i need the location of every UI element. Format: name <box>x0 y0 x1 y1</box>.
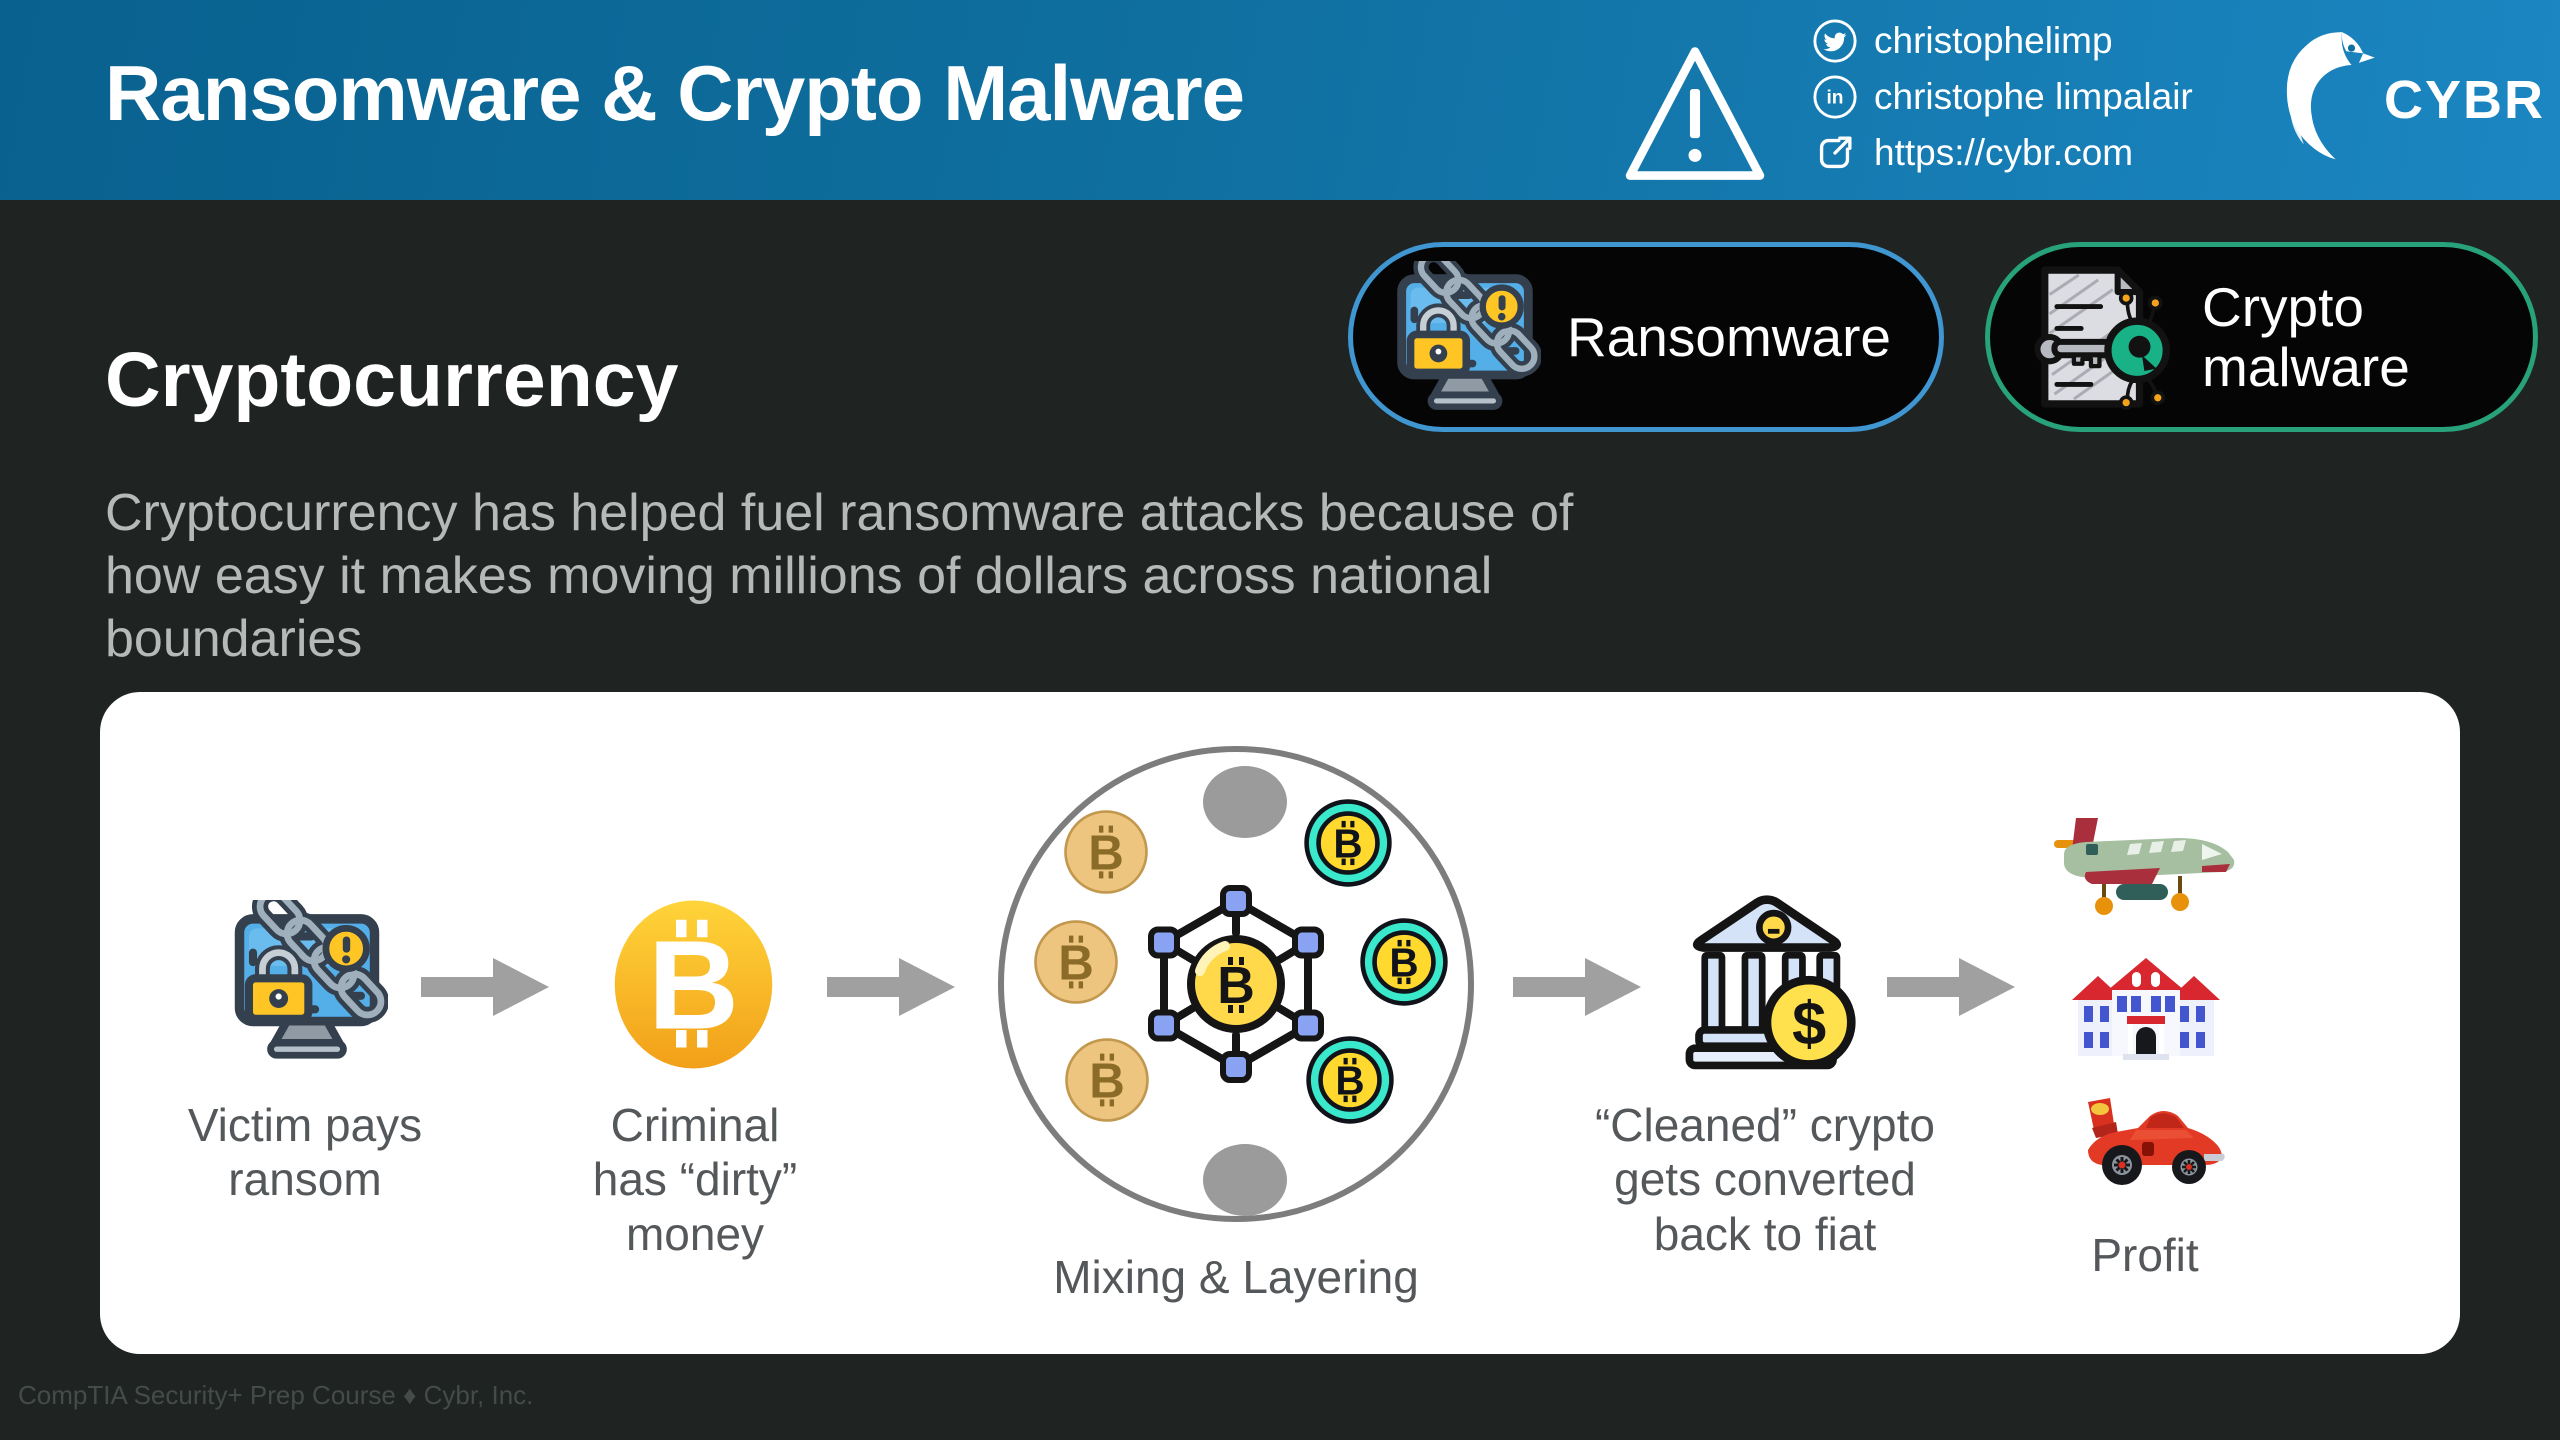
crypto-malware-pill-button[interactable]: Crypto malware <box>1985 242 2538 432</box>
twitter-handle: christophelimp <box>1874 20 2113 61</box>
linkedin-handle: christophe limpalair <box>1874 76 2193 117</box>
step-label-cleaned: “Cleaned” crypto gets converted back to … <box>1594 1099 1936 1260</box>
linkedin-icon <box>1812 74 1858 120</box>
private-jet-icon <box>2052 814 2242 926</box>
footer-credit: CompTIA Security+ Prep Course ♦ Cybr, In… <box>18 1380 534 1410</box>
ransomware-pill-button[interactable]: Ransomware <box>1348 242 1944 432</box>
paragraph-line-3: boundaries <box>105 610 363 668</box>
ransomware-pill-label: Ransomware <box>1567 305 1892 368</box>
social-row-linkedin: christophe limpalair <box>1812 74 2193 120</box>
step-label-criminal: Criminal has “dirty” money <box>592 1099 798 1260</box>
cybr-logo-text: CYBR <box>2384 70 2546 130</box>
slide-title: Ransomware & Crypto Malware <box>105 49 1245 137</box>
warning-triangle-icon <box>1620 40 1770 190</box>
social-links: christophelimp christophe limpalair http… <box>1812 18 2193 176</box>
crypto-malware-pill-label: Crypto malware <box>2202 275 2410 398</box>
bitcoin-coin-icon <box>606 897 781 1072</box>
mansion-icon <box>2070 948 2222 1062</box>
step-label-profit: Profit <box>2091 1229 2199 1281</box>
paragraph-line-2: how easy it makes moving millions of dol… <box>105 547 1493 605</box>
social-row-website: https://cybr.com <box>1812 130 2193 176</box>
section-paragraph: Cryptocurrency has helped fuel ransomwar… <box>105 482 1573 671</box>
step-label-victim: Victim pays ransom <box>187 1099 423 1206</box>
cybr-bird-icon <box>2272 26 2378 174</box>
flow-arrow-icon <box>1886 956 2018 1018</box>
flow-arrow-icon <box>1512 956 1644 1018</box>
twitter-icon <box>1812 18 1858 64</box>
paragraph-line-1: Cryptocurrency has helped fuel ransomwar… <box>105 484 1574 542</box>
social-row-twitter: christophelimp <box>1812 18 2193 64</box>
mixing-circle-graphic <box>992 740 1480 1228</box>
external-link-icon <box>1812 130 1858 176</box>
flow-arrow-icon <box>420 956 552 1018</box>
website-url: https://cybr.com <box>1874 132 2134 173</box>
victim-computer-icon <box>226 900 388 1062</box>
step-label-mixing: Mixing & Layering <box>1053 1251 1419 1303</box>
flow-arrow-icon <box>826 956 958 1018</box>
cybr-logo: CYBR <box>2272 24 2545 176</box>
document-key-icon <box>2018 258 2176 416</box>
bank-dollar-icon <box>1676 888 1858 1080</box>
header-bar: Ransomware & Crypto Malware christopheli… <box>0 0 2560 200</box>
race-car-icon <box>2076 1088 2226 1193</box>
ransomware-computer-icon <box>1389 261 1541 413</box>
section-heading: Cryptocurrency <box>105 337 679 423</box>
